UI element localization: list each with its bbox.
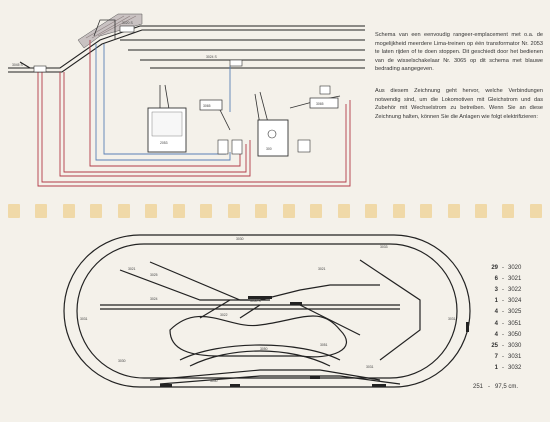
dashed-divider: [8, 204, 542, 218]
switch-box-2-label: 3065: [316, 102, 324, 106]
parts-total: 251-97,5 cm.: [473, 384, 523, 390]
track-label-2: 3045 S: [12, 63, 23, 67]
label-top-straight: 3030: [236, 237, 244, 241]
inner-figure: [169, 315, 347, 358]
description-nl: Schema van een eenvoudig rangeer-emplace…: [375, 32, 543, 73]
parts-list: 29-3020 6-3021 3-3022 1-3024 4-3025 4-30…: [478, 262, 542, 374]
track-main: [8, 25, 365, 69]
parts-list-item: 4-3025: [494, 309, 522, 316]
label-bottom-straight: 3030: [210, 379, 218, 383]
parts-list-item: 6-3021: [494, 275, 522, 282]
track-layout-plan: 3030 3033 3031 3031 3021 3021 3050 S 303…: [63, 234, 471, 388]
label-inner-1: 3024: [150, 297, 158, 301]
outer-oval: [63, 234, 471, 388]
total-length: 97,5 cm.: [495, 384, 519, 390]
switch-box-1: 3065: [199, 99, 223, 111]
lower-hump-2: [189, 350, 331, 367]
label-inner-2: 3022: [220, 313, 228, 317]
wires-red: [37, 40, 351, 187]
parts-list-item: 1-3032: [494, 365, 522, 372]
parts-list-item: 1-3024: [494, 298, 522, 305]
small-boxes: [33, 25, 331, 155]
layout-switches: [160, 296, 469, 387]
track-spur: [19, 61, 31, 69]
parts-list-item: 4-3050: [494, 331, 522, 338]
buffer-area: [77, 13, 143, 49]
description-de: Aus diesem Zeichnung geht hervor, welche…: [375, 88, 543, 120]
transformer-right: 300: [257, 119, 289, 157]
label-left-curve: 3031: [80, 317, 88, 321]
transformer-left: 2053: [147, 107, 187, 153]
transformer-right-label: 300: [266, 147, 272, 151]
label-lower-right: 3051: [320, 343, 328, 347]
total-count: 251: [473, 384, 484, 390]
total-sep: -: [488, 384, 491, 390]
lower-hump: [179, 344, 341, 361]
parts-list-item: 25-3030: [491, 342, 522, 349]
label-mid-switch: 3050 S: [250, 299, 261, 303]
track-main-2: [8, 29, 365, 73]
inner-oval: [76, 243, 458, 379]
transformer-left-label: 2053: [160, 141, 168, 145]
track-label-3: 3024 S: [206, 55, 217, 59]
layout-tracks: [63, 234, 471, 388]
label-lower-oval: 3050: [260, 347, 268, 351]
switch-box-2: 3065: [309, 97, 339, 109]
label-bottom-right: 3031: [366, 365, 374, 369]
switch-box-1-label: 3065: [203, 104, 211, 108]
wiring-schematic: 2053 300 3065 3065 3020 S 3045 S 3024: [8, 13, 365, 187]
center-diagonal-1: [119, 269, 380, 301]
label-center-left: 3021: [128, 267, 136, 271]
parts-list-item: 3-3022: [494, 286, 522, 293]
siding: [199, 299, 261, 319]
label-right-curve: 3031: [448, 317, 456, 321]
label-top-right: 3033: [380, 245, 388, 249]
layout-labels: 3030 3033 3031 3031 3021 3021 3050 S 303…: [80, 237, 456, 383]
label-center-right: 3021: [318, 267, 326, 271]
track-label-1: 3020 S: [122, 21, 133, 25]
wiring-tracks: [8, 25, 365, 73]
wires-black: [93, 19, 341, 131]
diagonal-right: [299, 304, 361, 336]
label-siding: 3025: [150, 273, 158, 277]
right-loop: [359, 259, 421, 361]
parts-list-item: 29-3020: [491, 264, 522, 271]
bottom-siding: [149, 369, 381, 381]
parts-list-item: 7-3031: [494, 354, 522, 361]
bottom-siding-2: [159, 375, 401, 385]
center-diagonal-2: [149, 261, 270, 301]
parts-list-item: 4-3051: [494, 320, 522, 327]
label-bottom-left: 3030: [118, 359, 126, 363]
wires-blue: [95, 44, 231, 161]
